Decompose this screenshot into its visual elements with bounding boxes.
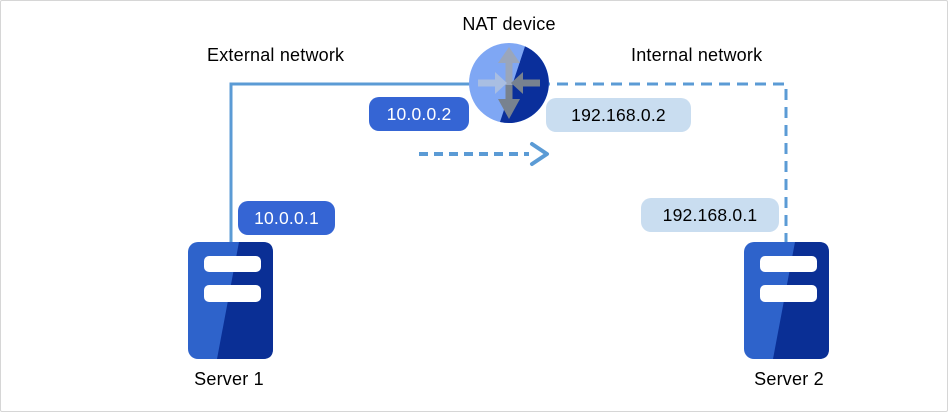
internal-connector-line — [539, 82, 788, 245]
nat-internal-ip-badge: 192.168.0.2 — [546, 98, 691, 132]
internal-network-label: Internal network — [631, 45, 763, 65]
server1-ip-badge: 10.0.0.1 — [238, 201, 335, 235]
external-network-label: External network — [207, 45, 345, 65]
server2-icon — [744, 242, 829, 359]
server2-label: Server 2 — [754, 369, 824, 389]
server2-ip-badge: 192.168.0.1 — [641, 198, 779, 232]
server1-icon — [188, 242, 273, 359]
nat-device-title: NAT device — [462, 14, 556, 34]
server1-label: Server 1 — [194, 369, 264, 389]
external-connector-line — [229, 82, 481, 247]
nat-external-ip-badge: 10.0.0.2 — [369, 97, 469, 131]
flow-direction-arrow-icon — [419, 142, 549, 166]
nat-router-icon — [469, 43, 549, 123]
